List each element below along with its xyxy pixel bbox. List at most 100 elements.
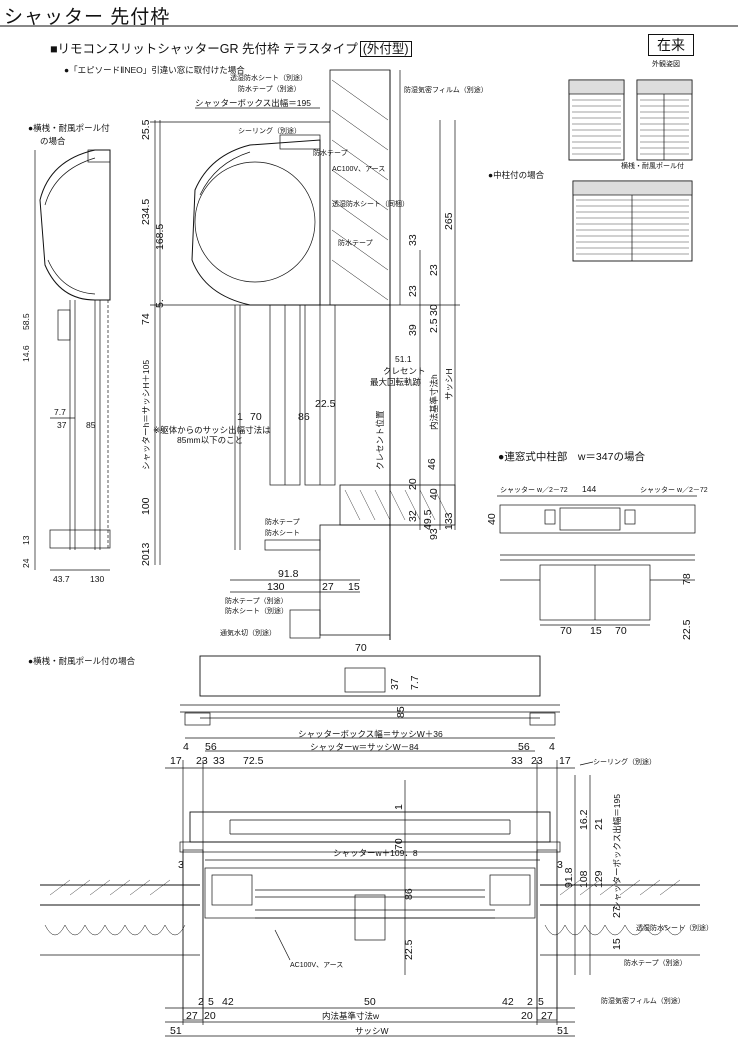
callout-bousui-sheet-b2: 防水シート（別途） (225, 606, 288, 615)
subtitle-tag: (外付型) (359, 41, 412, 57)
plan-dim-7-7: 7.7 (409, 675, 421, 690)
renso-dim-22-5: 22.5 (681, 619, 693, 640)
callout-tousitsu-top: 透湿防水シート（別途） (230, 73, 307, 82)
dim-70: 70 (250, 411, 262, 423)
dim-100: 100 (140, 497, 152, 515)
plan-dim-91-8: 91.8 (563, 867, 575, 888)
uchinori-w-label: 内法基準寸法w (322, 1011, 380, 1021)
plan-dim-2-a: 2 (198, 996, 204, 1008)
dim-86: 86 (298, 411, 310, 423)
callout-bousui-tape-top: 防水テープ（別途） (238, 84, 301, 93)
dim-2-5: 2.5 (428, 318, 440, 333)
plan-dim-37: 37 (389, 678, 401, 690)
callout-sealing: シーリング（別途） (238, 126, 301, 135)
plan-dim-27-b: 27 (541, 1010, 553, 1022)
dim-13: 13 (21, 535, 31, 545)
plan-dim-33-r: 33 (511, 755, 523, 767)
exterior-view-label-2: 横桟・耐風ポール付 (621, 161, 684, 170)
plan-dim-1: 1 (393, 804, 405, 810)
crescent-label: クレセント (383, 366, 426, 376)
callout-bousui-tape-b1: 防水テープ (265, 517, 300, 526)
dim-51-1: 51.1 (395, 354, 412, 364)
max-rotation-label: 最大回転軌跡 (370, 377, 422, 387)
dim-130: 130 (90, 574, 104, 584)
sash-h-label: サッシH (444, 368, 454, 400)
dim-22-5: 22.5 (315, 398, 336, 410)
dim-14-6: 14.6 (21, 345, 31, 362)
renso-w-left: シャッター w／2－72 (500, 485, 568, 494)
callout-bousitsu-film: 防湿気密フィルム（別途） (404, 85, 488, 94)
pole-section-title-2: の場合 (40, 136, 66, 146)
plan-dim-27-a: 27 (186, 1010, 198, 1022)
exterior-views: 外観姿図 横桟・耐風ポール付 ●中柱付の場合 (488, 59, 693, 262)
callout-bousui-tape-b2: 防水テープ（別途） (225, 596, 288, 605)
plan-dim-33: 33 (213, 755, 225, 767)
dim-234-5: 234.5 (140, 199, 152, 225)
dim-2013: 2013 (140, 542, 152, 566)
crescent-pos-label: クレセント位置 (375, 410, 385, 470)
dim-23-a: 23 (428, 264, 440, 276)
plan-dim-85: 85 (395, 706, 407, 718)
plan-dim-86: 86 (403, 888, 415, 900)
drawing-subtitle: ■リモコンスリットシャッターGR 先付枠 テラスタイプ(外付型) (50, 38, 412, 57)
renso-dim-70-b: 70 (615, 625, 627, 637)
sash-w-label: サッシW (355, 1026, 389, 1036)
plan-dim-51-b: 51 (557, 1025, 569, 1037)
renso-section: ●連窓式中柱部 w＝347の場合 シャッター w／2－72 144 シャッター … (486, 450, 708, 640)
box-width-label: シャッターボックス幅＝サッシW＋36 (298, 729, 443, 739)
note-line-2: 85mm以下のこと (177, 435, 243, 445)
callout-bousitsu-b: 防湿気密フィルム（別途） (601, 996, 685, 1005)
plan-dim-56-r: 56 (518, 741, 530, 753)
callout-bousui-tape-2: 防水テープ (313, 148, 348, 157)
callout-bousui-tape-b: 防水テープ（別途） (624, 958, 687, 967)
dim-133: 133 (443, 512, 455, 530)
dim-15: 15 (348, 581, 360, 593)
dim-1: 1 (237, 411, 243, 423)
dim-25-5: 25.5 (140, 119, 152, 140)
dim-24: 24 (21, 558, 31, 568)
shutter-w-label: シャッターw＝サッシW－84 (310, 742, 419, 752)
exterior-view-label: 外観姿図 (652, 59, 680, 68)
pole-bottom-title: ●横桟・耐風ポール付の場合 (28, 656, 136, 666)
center-post-title: ●中柱付の場合 (488, 170, 545, 180)
dim-74: 74 (140, 313, 152, 325)
plan-views: ●横桟・耐風ポール付の場合 70 37 7.7 85 シャッターボックス幅＝サッ… (28, 642, 713, 1037)
plan-dim-3: 3 (178, 859, 184, 871)
plan-dim-129: 129 (593, 870, 605, 888)
dim-40: 40 (428, 488, 440, 500)
callout-bousui-sheet-b1: 防水シート (265, 528, 300, 537)
renso-dim-78: 78 (681, 573, 693, 585)
plan-dim-5-b: 5 (538, 996, 544, 1008)
uchinori-h-label: 内法基準寸法h (429, 374, 439, 430)
callout-box-depth: シャッターボックス出幅＝195 (195, 98, 311, 108)
callout-sealing-b: シーリング（別途） (593, 757, 656, 766)
renso-dim-40: 40 (486, 513, 498, 525)
dim-7-7: 7.7 (54, 407, 66, 417)
plan-dim-15-r: 15 (611, 938, 623, 950)
callout-ac100v-b: AC100V、アース (290, 961, 343, 969)
plan-dim-2-b: 2 (527, 996, 533, 1008)
dim-130-b: 130 (267, 581, 285, 593)
dim-33: 33 (407, 234, 419, 246)
callout-tousitsu-b: 透湿防水シート（別途） (636, 923, 713, 932)
plan-dim-27-r: 27 (611, 906, 623, 918)
dim-30: 30 (428, 304, 440, 316)
subtitle-text: ■リモコンスリットシャッターGR 先付枠 テラスタイプ (50, 42, 358, 56)
dim-49-5: 49.5 (422, 509, 434, 530)
dim-5: 5. (154, 299, 166, 308)
renso-dim-70-a: 70 (560, 625, 572, 637)
episode-section-title: ●「エピソードⅡNEO」引違い窓に取付けた場合 (64, 65, 245, 75)
plan-dim-23: 23 (196, 755, 208, 767)
shutter-w2-label: シャッターw＋109．8 (333, 848, 418, 858)
plan-dim-108: 108 (578, 870, 590, 888)
plan-dim-21: 21 (593, 818, 605, 830)
callout-bousui-tape-3: 防水テープ (338, 238, 373, 247)
plan-dim-70-v: 70 (393, 838, 405, 850)
dim-46: 46 (426, 458, 438, 470)
plan-dim-4: 4 (183, 741, 189, 753)
plan-dim-20-a: 20 (204, 1010, 216, 1022)
plan-dim-4-r: 4 (549, 741, 555, 753)
plan-dim-72-5: 72.5 (243, 755, 264, 767)
callout-tousitsu-mid: 透湿防水シート（同梱） (332, 199, 409, 208)
